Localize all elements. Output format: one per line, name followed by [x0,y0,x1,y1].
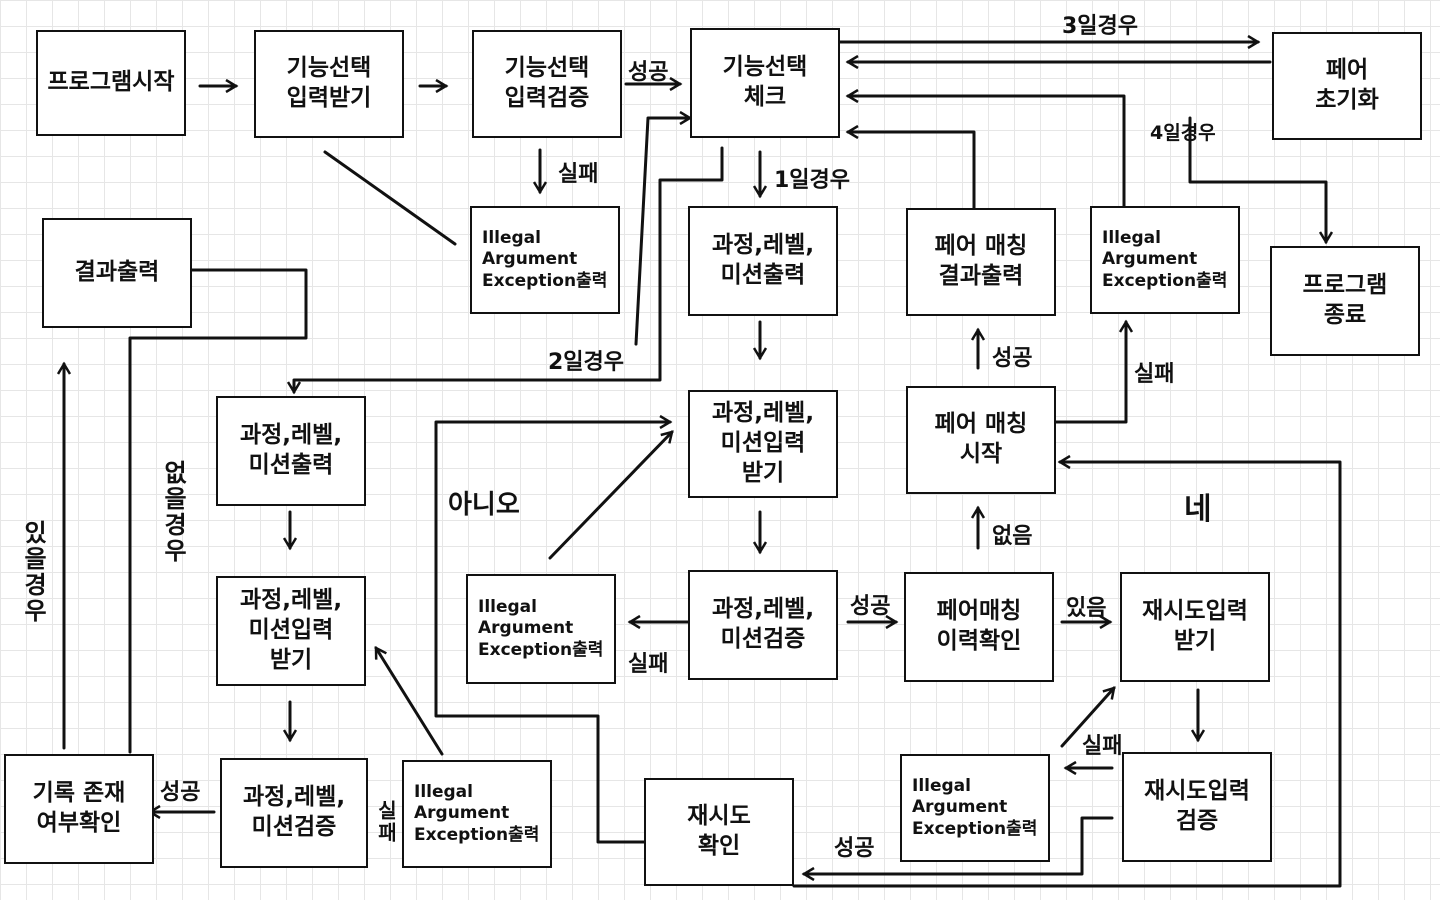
course-output-node-1: 과정,레벨, 미션출력 [688,206,838,316]
label-case-4: 4일경우 [1150,122,1216,144]
label-success-4: 성공 [834,836,875,861]
course-input-node-1: 과정,레벨, 미션입력 받기 [688,390,838,498]
exception-course-node-2: Illegal Argument Exception출력 [402,760,552,868]
line-feature-to-check [634,118,690,346]
label-if-exists: 있을경우 [19,520,47,624]
feature-check-node: 기능선택 체크 [690,28,840,138]
exception-course-node-1: Illegal Argument Exception출력 [466,574,616,684]
label-none: 없음 [992,524,1033,549]
arrow-case2 [294,146,724,392]
retry-input-node: 재시도입력 받기 [1120,572,1270,682]
feature-validate-node: 기능선택 입력검증 [472,30,622,138]
program-end-node: 프로그램 종료 [1270,246,1420,356]
label-case-3: 3일경우 [1062,14,1139,39]
label-if-none: 없을경우 [159,460,187,564]
arrow-exc1-retry [548,432,672,560]
label-fail-1: 실패 [558,162,599,187]
label-no: 아니오 [448,490,520,520]
retry-validate-node: 재시도입력 검증 [1122,752,1272,862]
line-exc-to-input [323,150,457,246]
arrow-retry-success [804,816,1114,874]
feature-input-node: 기능선택 입력받기 [254,30,404,138]
arrow-pair-result-back [848,132,976,210]
pair-result-output-node: 페어 매칭 결과출력 [906,208,1056,316]
program-start-node: 프로그램시작 [36,30,186,136]
label-success-2: 성공 [992,346,1033,371]
label-success-5: 성공 [160,780,201,805]
arrow-exc-pair-back [848,96,1126,208]
pair-reset-node: 페어 초기화 [1272,32,1422,140]
arrow-case4 [1188,116,1326,242]
label-yes: 네 [1184,492,1212,527]
arrow-retry-yes [792,462,1342,888]
result-output-node: 결과출력 [42,218,192,328]
pair-history-check-node: 페어매칭 이력확인 [904,572,1054,682]
label-case-1: 1일경우 [774,168,851,193]
arrow-exc2-retry [374,648,444,756]
record-exists-check-node: 기록 존재 여부확인 [4,754,154,864]
label-success-1: 성공 [628,60,669,85]
label-fail-5: 실패 [374,800,398,844]
label-case-2: 2일경우 [548,350,625,375]
label-exists: 있음 [1066,596,1107,621]
arrow-match-fail [1054,322,1126,424]
course-input-node-2: 과정,레벨, 미션입력 받기 [216,576,366,686]
arrow-retry-no [434,422,670,844]
label-fail-3: 실패 [628,652,669,677]
course-validate-node-2: 과정,레벨, 미션검증 [220,758,368,868]
label-success-3: 성공 [850,594,891,619]
retry-check-node: 재시도 확인 [644,778,794,886]
exception-pair-match-node: Illegal Argument Exception출력 [1090,206,1240,314]
exception-feature-node: Illegal Argument Exception출력 [470,206,620,314]
arrow-exc-retry-back [1060,688,1114,748]
course-output-node-2: 과정,레벨, 미션출력 [216,396,366,506]
pair-match-start-node: 페어 매칭 시작 [906,386,1056,494]
course-validate-node-1: 과정,레벨, 미션검증 [688,570,838,680]
label-fail-4: 실패 [1082,734,1123,759]
line-result-out [128,268,308,754]
label-fail-2: 실패 [1134,362,1175,387]
exception-retry-node: Illegal Argument Exception출력 [900,754,1050,862]
